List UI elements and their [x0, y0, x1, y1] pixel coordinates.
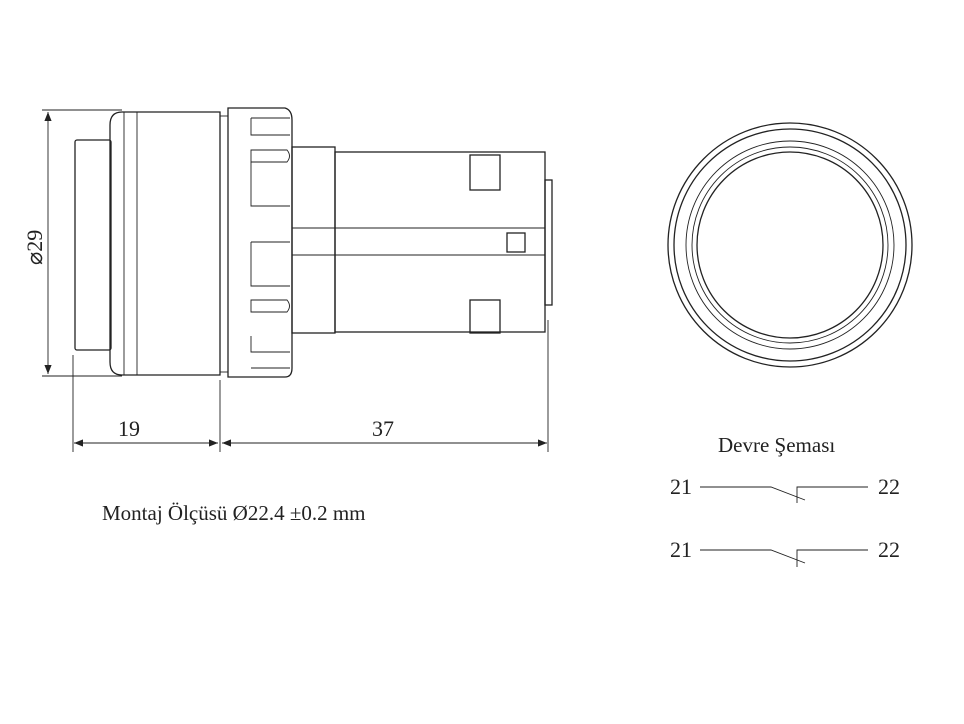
mounting-size: Montaj Ölçüsü Ø22.4 ±0.2 mm: [102, 501, 366, 525]
terminal-left: 21: [670, 474, 692, 499]
terminal-left: 21: [670, 537, 692, 562]
contact-2: 21 22: [670, 537, 900, 567]
body-length-label: 37: [372, 416, 394, 441]
terminal-right: 22: [878, 537, 900, 562]
terminal-right: 22: [878, 474, 900, 499]
contact-1: 21 22: [670, 474, 900, 503]
side-view: [74, 107, 553, 378]
diameter-label: ⌀29: [22, 230, 47, 265]
front-view: [667, 122, 913, 368]
front-length-label: 19: [118, 416, 140, 441]
dimension-lines: [42, 109, 549, 452]
circuit-title: Devre Şeması: [718, 433, 835, 457]
